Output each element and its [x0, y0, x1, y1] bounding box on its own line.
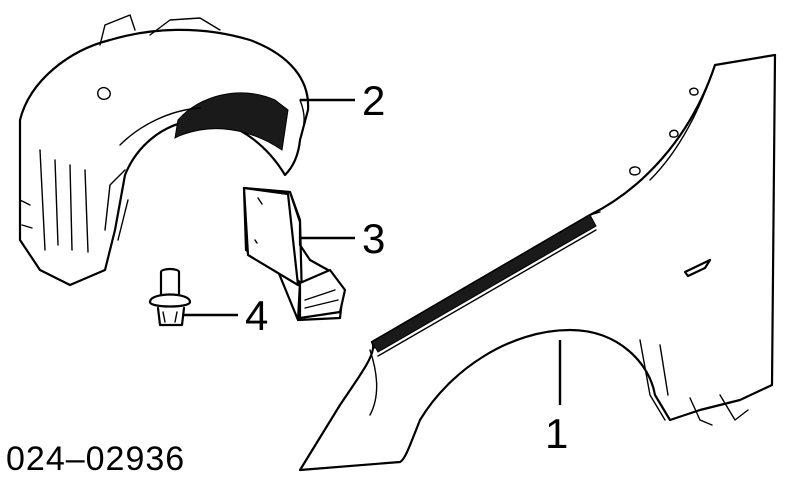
callout-2: 2 — [362, 77, 385, 124]
wheel-arch-liner-part — [18, 14, 310, 287]
callout-3: 3 — [362, 215, 385, 262]
fender-part — [298, 53, 777, 472]
bracket-part — [242, 186, 347, 322]
reference-number: 024–02936 — [6, 440, 185, 478]
clip-part — [148, 267, 192, 327]
callout-4: 4 — [245, 292, 268, 339]
callout-1: 1 — [545, 410, 568, 457]
